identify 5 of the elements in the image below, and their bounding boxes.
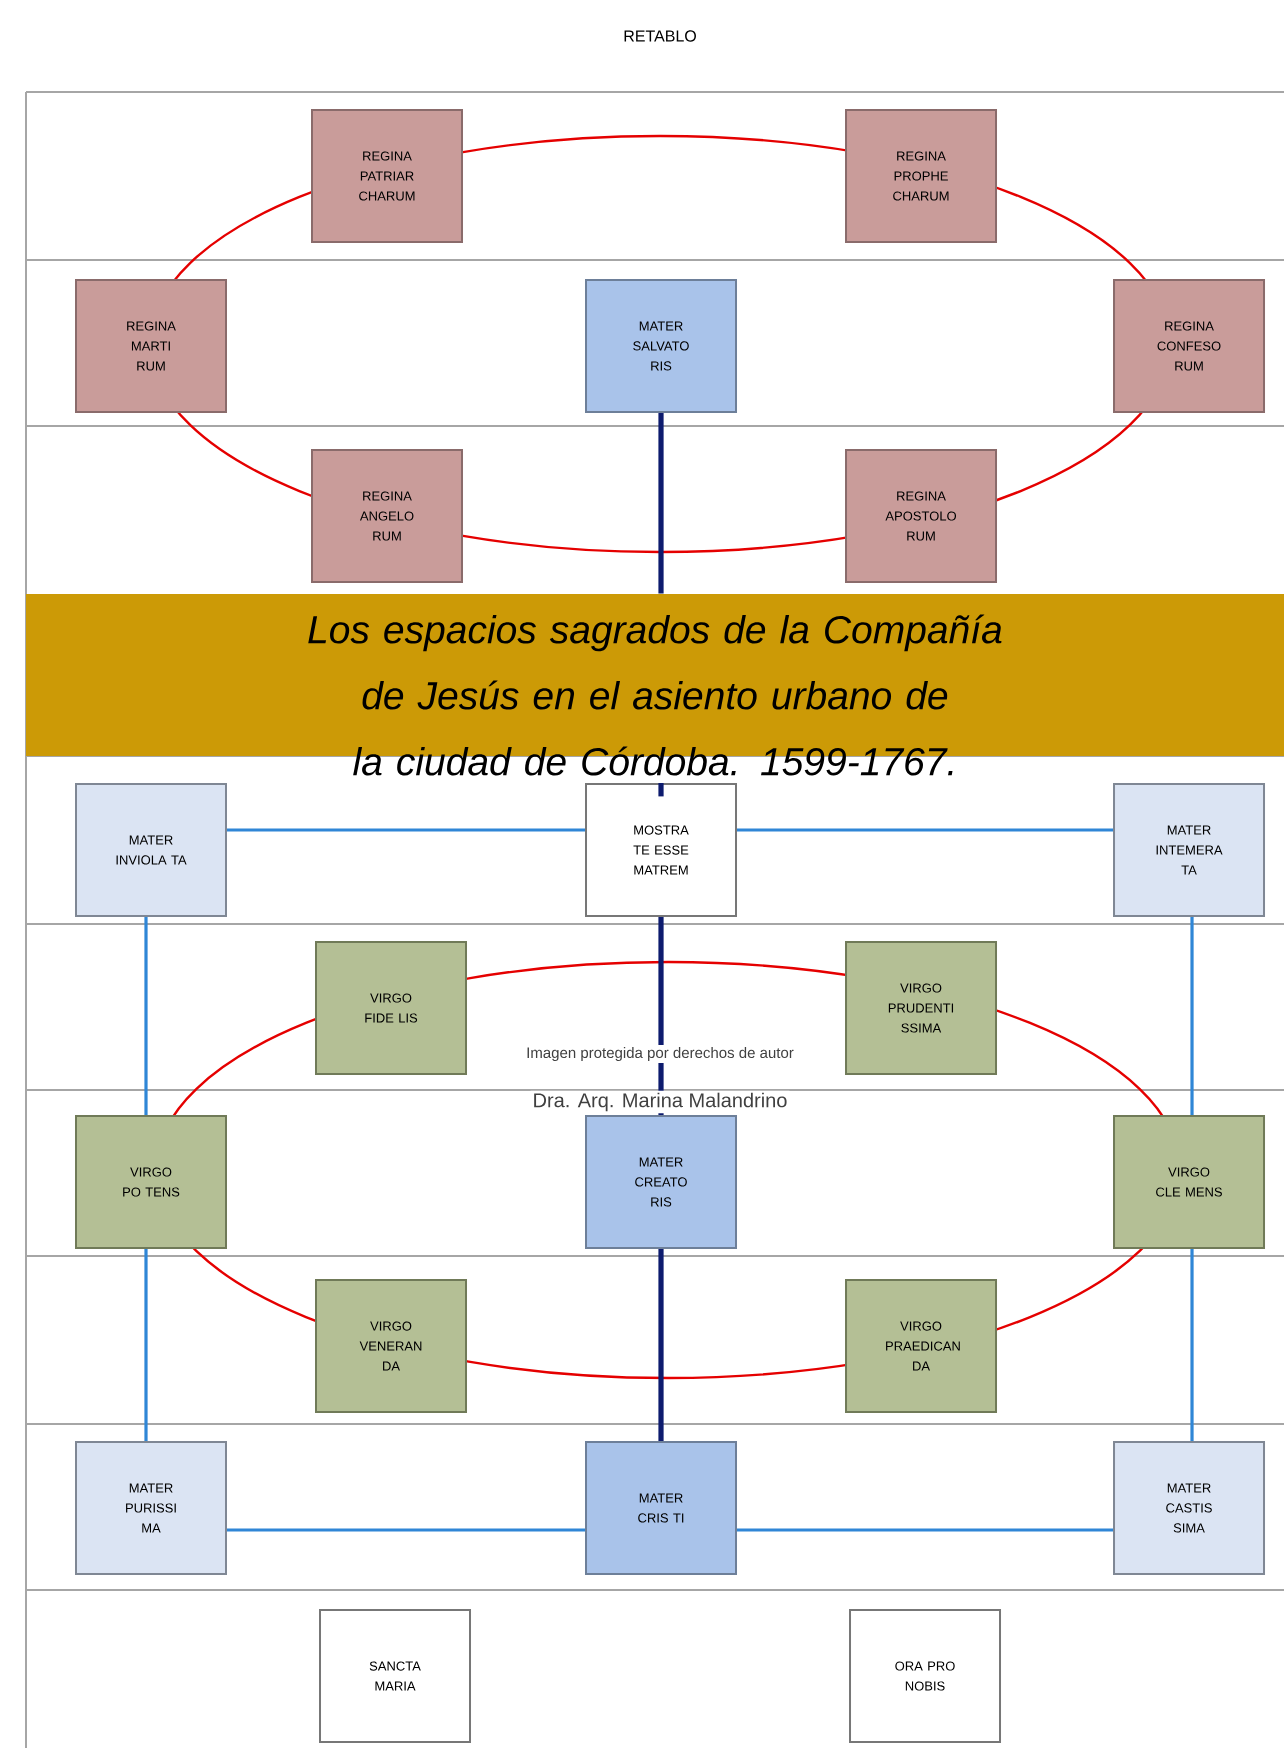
title: RETABLO [624, 30, 696, 42]
connector-line [658, 413, 664, 594]
connector-line [658, 1249, 664, 1441]
connector-line [658, 783, 664, 797]
copyright-note: Dra. Arq. Marina Malandrino [530, 1090, 790, 1114]
